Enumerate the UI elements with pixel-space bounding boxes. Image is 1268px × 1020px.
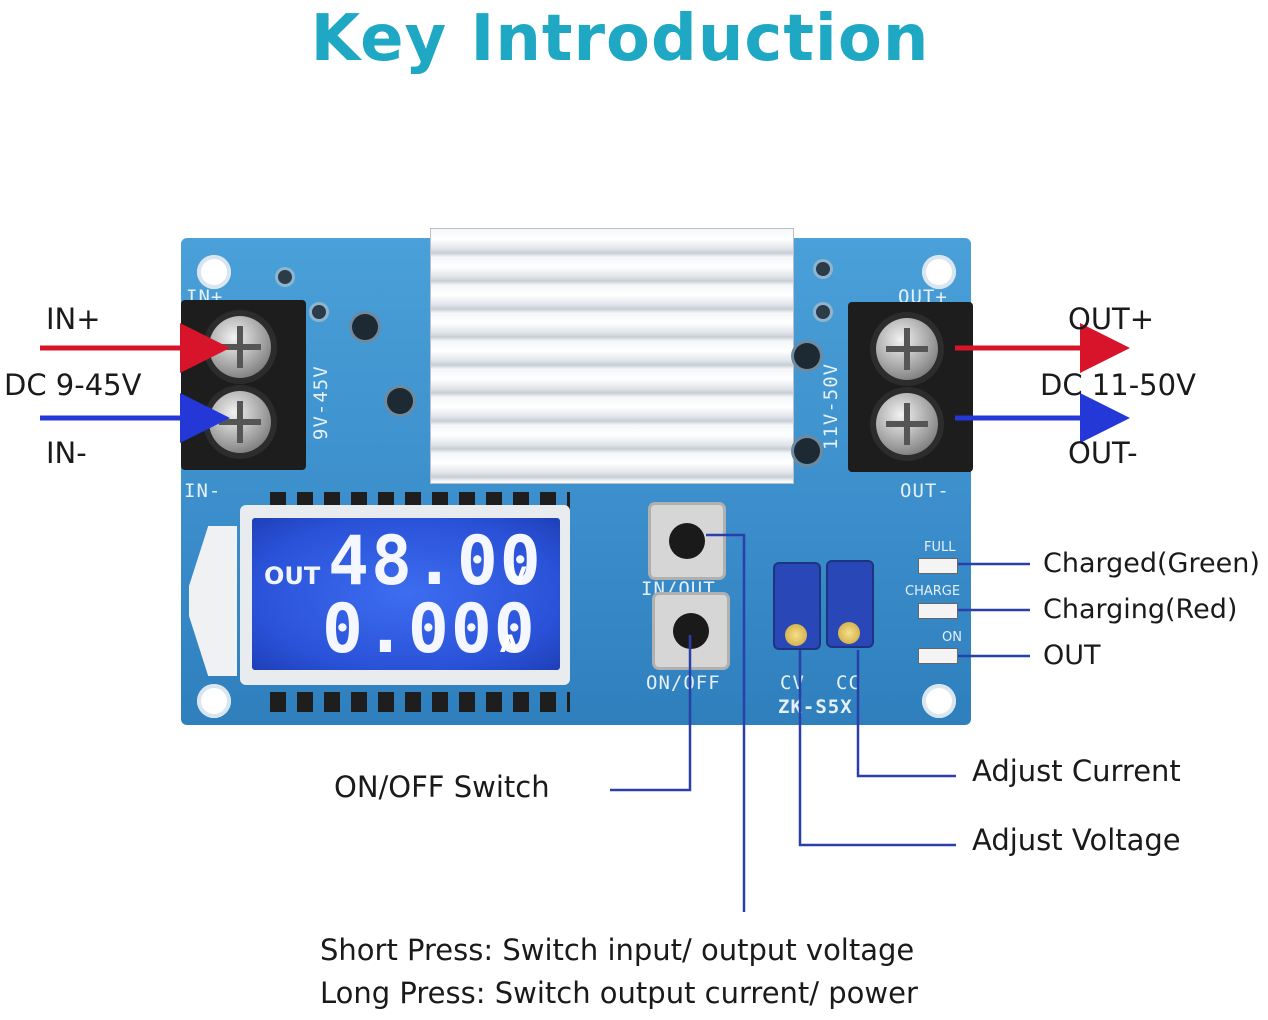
label-out-plus: OUT+ bbox=[1068, 302, 1155, 336]
capacitor bbox=[794, 438, 820, 464]
mounting-hole bbox=[197, 684, 231, 718]
silk-on: ON bbox=[942, 630, 962, 645]
label-in-minus: IN- bbox=[46, 436, 87, 470]
silk-on-off: ON/OFF bbox=[646, 672, 721, 694]
mounting-hole bbox=[922, 684, 956, 718]
label-adjust-current: Adjust Current bbox=[972, 754, 1181, 788]
silk-in-minus: IN- bbox=[184, 480, 222, 502]
lcd-out-label: OUT bbox=[264, 562, 321, 590]
silk-model: ZK-S5X bbox=[778, 696, 853, 718]
label-charging: Charging(Red) bbox=[1043, 594, 1238, 625]
short-press-leader bbox=[706, 533, 746, 912]
label-out-voltage: DC 11-50V bbox=[1040, 368, 1196, 402]
voltage-potentiometer[interactable] bbox=[775, 564, 819, 648]
silk-in-out: IN/OUT bbox=[641, 578, 716, 600]
on-led bbox=[918, 648, 958, 664]
label-out-led: OUT bbox=[1043, 640, 1101, 671]
capacitor bbox=[352, 314, 378, 340]
via bbox=[816, 262, 830, 276]
label-in-voltage: DC 9-45V bbox=[4, 368, 142, 402]
lcd-pins-bottom bbox=[270, 692, 570, 712]
adjust-current-leader bbox=[856, 650, 956, 778]
on-off-leader bbox=[610, 635, 692, 792]
silk-cc: CC bbox=[836, 672, 861, 694]
capacitor bbox=[794, 343, 820, 369]
via bbox=[312, 305, 326, 319]
silk-full: FULL bbox=[924, 540, 956, 555]
label-short-press: Short Press: Switch input/ output voltag… bbox=[320, 933, 915, 967]
out-minus-screw[interactable] bbox=[876, 393, 938, 455]
mounting-hole bbox=[197, 255, 231, 289]
silk-cv: CV bbox=[780, 672, 805, 694]
label-charged: Charged(Green) bbox=[1043, 548, 1260, 579]
full-led bbox=[918, 558, 958, 574]
current-potentiometer[interactable] bbox=[828, 562, 872, 646]
lcd-current-readout: 0.000 bbox=[322, 590, 537, 669]
in-out-button[interactable] bbox=[651, 505, 723, 577]
out-plus-screw[interactable] bbox=[876, 318, 938, 380]
mounting-hole bbox=[922, 255, 956, 289]
label-in-plus: IN+ bbox=[46, 302, 101, 336]
silk-out-minus: OUT- bbox=[900, 480, 950, 502]
heatsink bbox=[430, 228, 794, 484]
lcd-display: OUT 48.00 V 0.000 A bbox=[252, 518, 560, 670]
via bbox=[816, 305, 830, 319]
lcd-voltage-unit: V bbox=[508, 562, 527, 590]
adjust-voltage-leader bbox=[798, 650, 956, 847]
label-long-press: Long Press: Switch output current/ power bbox=[320, 976, 918, 1010]
lcd-current-unit: A bbox=[500, 630, 519, 658]
label-out-minus: OUT- bbox=[1068, 436, 1138, 470]
lcd-voltage-readout: 48.00 bbox=[328, 522, 543, 601]
charge-led bbox=[918, 603, 958, 619]
capacitor bbox=[387, 388, 413, 414]
page-title: Key Introduction bbox=[310, 2, 930, 76]
label-on-off-switch: ON/OFF Switch bbox=[334, 770, 550, 804]
silk-charge: CHARGE bbox=[905, 584, 961, 599]
via bbox=[278, 270, 292, 284]
label-adjust-voltage: Adjust Voltage bbox=[972, 823, 1181, 857]
